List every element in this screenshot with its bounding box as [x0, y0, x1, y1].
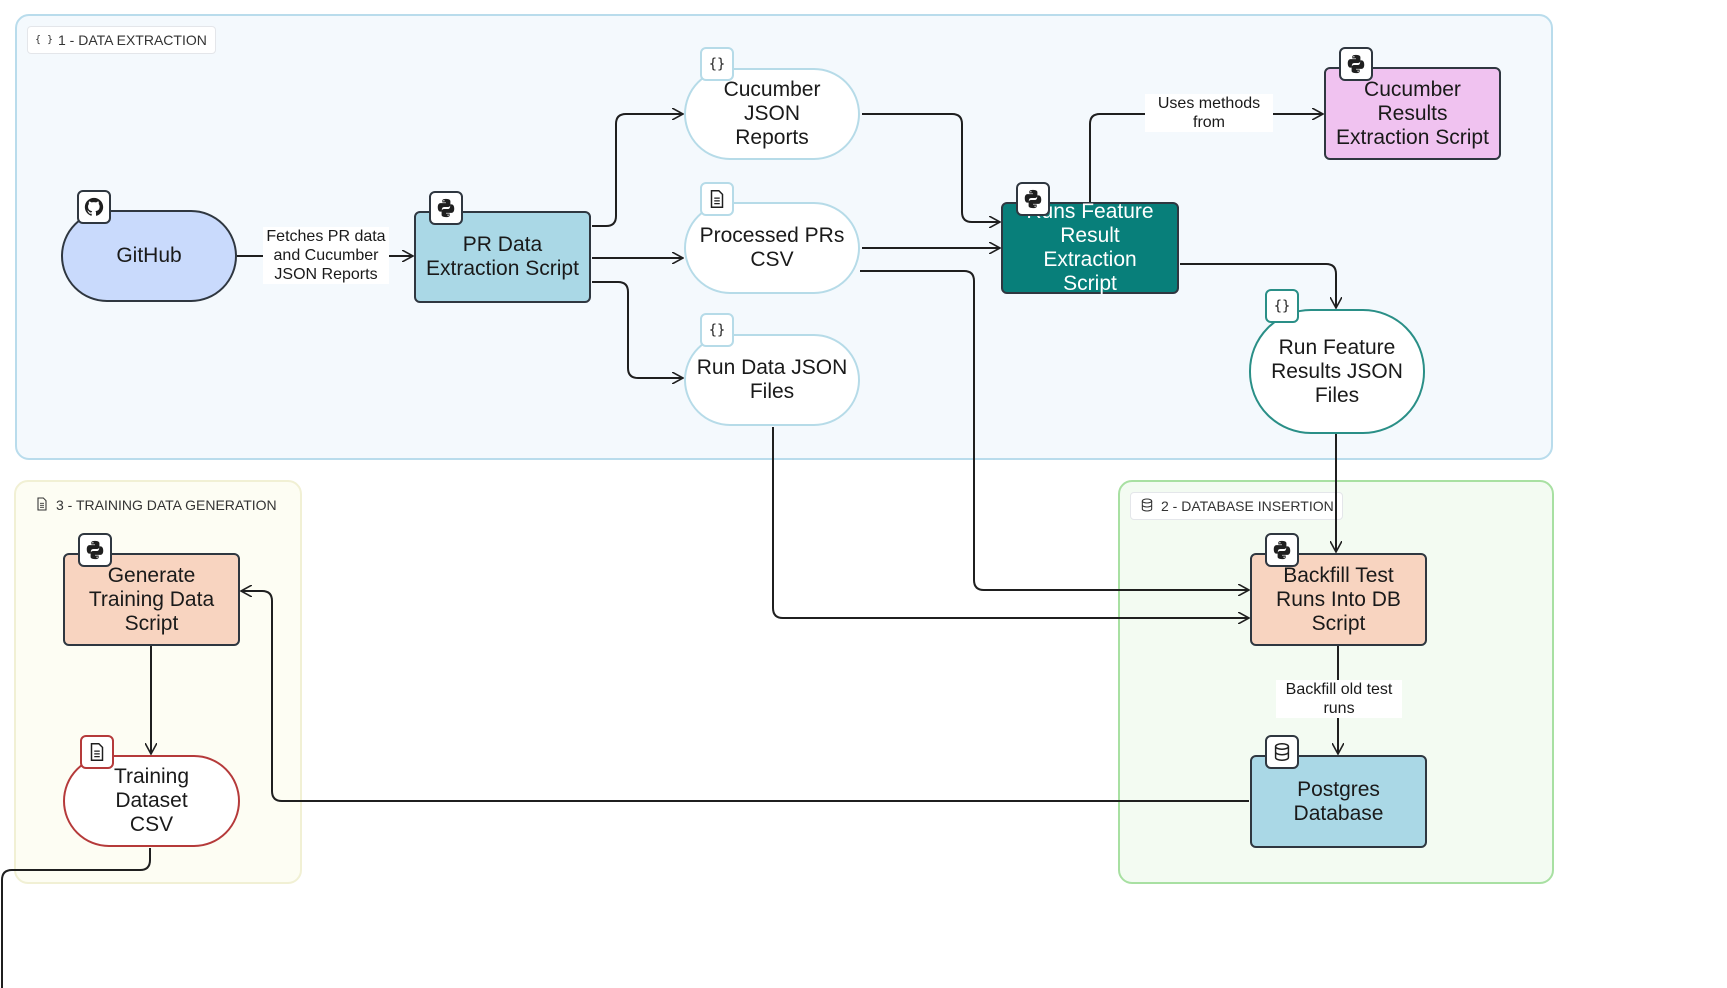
pr-data-extraction-script-node[interactable]: PR Data Extraction Script: [414, 211, 591, 303]
group-title-database: 2 - DATABASE INSERTION: [1130, 492, 1343, 520]
braces-icon: {}: [700, 47, 734, 81]
processed-prs-csv-node[interactable]: Processed PRs CSV: [684, 202, 860, 294]
cucumber-json-reports-node[interactable]: Cucumber JSON Reports: [684, 68, 860, 160]
group-title-data-extraction: { } 1 - DATA EXTRACTION: [27, 26, 216, 54]
edge-postgres-to-generate-script: [241, 591, 1249, 802]
node-label: PR Data Extraction Script: [426, 233, 579, 280]
node-label: Runs Feature Result Extraction Script: [1026, 200, 1154, 295]
cucumber-results-extraction-script-node[interactable]: Cucumber Results Extraction Script: [1324, 67, 1501, 160]
edge-label-backfill-old: Backfill old test runs: [1276, 680, 1402, 718]
svg-text:{}: {}: [1274, 299, 1291, 315]
node-label: Run Data JSON Files: [696, 356, 848, 403]
svg-text:{ }: { }: [36, 34, 52, 45]
edge-label-fetches: Fetches PR data and Cucumber JSON Report…: [263, 227, 389, 284]
group-title-text: 1 - DATA EXTRACTION: [58, 32, 207, 48]
svg-text:{}: {}: [709, 57, 726, 73]
document-icon: [34, 496, 50, 515]
document-icon: [80, 735, 114, 769]
node-label: Processed PRs CSV: [699, 224, 845, 271]
braces-icon: { }: [35, 31, 53, 50]
python-icon: [429, 191, 463, 225]
postgres-database-node[interactable]: Postgres Database: [1250, 755, 1427, 848]
run-feature-results-json-files-node[interactable]: Run Feature Results JSON Files: [1249, 309, 1425, 434]
run-data-json-files-node[interactable]: Run Data JSON Files: [684, 334, 860, 426]
node-label: Training Dataset CSV: [113, 765, 190, 836]
python-icon: [1339, 47, 1373, 81]
node-label: Backfill Test Runs Into DB Script: [1276, 563, 1401, 635]
github-node[interactable]: GitHub: [61, 210, 237, 302]
document-icon: [700, 182, 734, 216]
training-dataset-csv-node[interactable]: Training Dataset CSV: [63, 755, 240, 847]
generate-training-data-script-node[interactable]: Generate Training Data Script: [63, 553, 240, 646]
node-label: Run Feature Results JSON Files: [1271, 335, 1403, 407]
database-icon: [1265, 735, 1299, 769]
backfill-test-runs-script-node[interactable]: Backfill Test Runs Into DB Script: [1250, 553, 1427, 646]
group-title-training: 3 - TRAINING DATA GENERATION: [26, 492, 285, 518]
svg-text:{}: {}: [709, 323, 726, 339]
python-icon: [1016, 182, 1050, 216]
node-label: Generate Training Data Script: [88, 563, 215, 635]
node-label: Postgres Database: [1293, 777, 1384, 825]
node-label: GitHub: [116, 244, 182, 267]
python-icon: [1265, 533, 1299, 567]
python-icon: [78, 533, 112, 567]
node-label: Cucumber JSON Reports: [723, 78, 821, 149]
database-icon: [1139, 497, 1155, 516]
runs-feature-result-extraction-script-node[interactable]: Runs Feature Result Extraction Script: [1001, 200, 1179, 295]
group-title-text: 3 - TRAINING DATA GENERATION: [56, 497, 277, 513]
braces-icon: {}: [1265, 289, 1299, 323]
github-icon: [77, 190, 111, 224]
node-label: Cucumber Results Extraction Script: [1336, 77, 1489, 149]
braces-icon: {}: [700, 313, 734, 347]
edge-label-uses-methods: Uses methods from: [1145, 94, 1273, 132]
group-title-text: 2 - DATABASE INSERTION: [1161, 498, 1334, 514]
